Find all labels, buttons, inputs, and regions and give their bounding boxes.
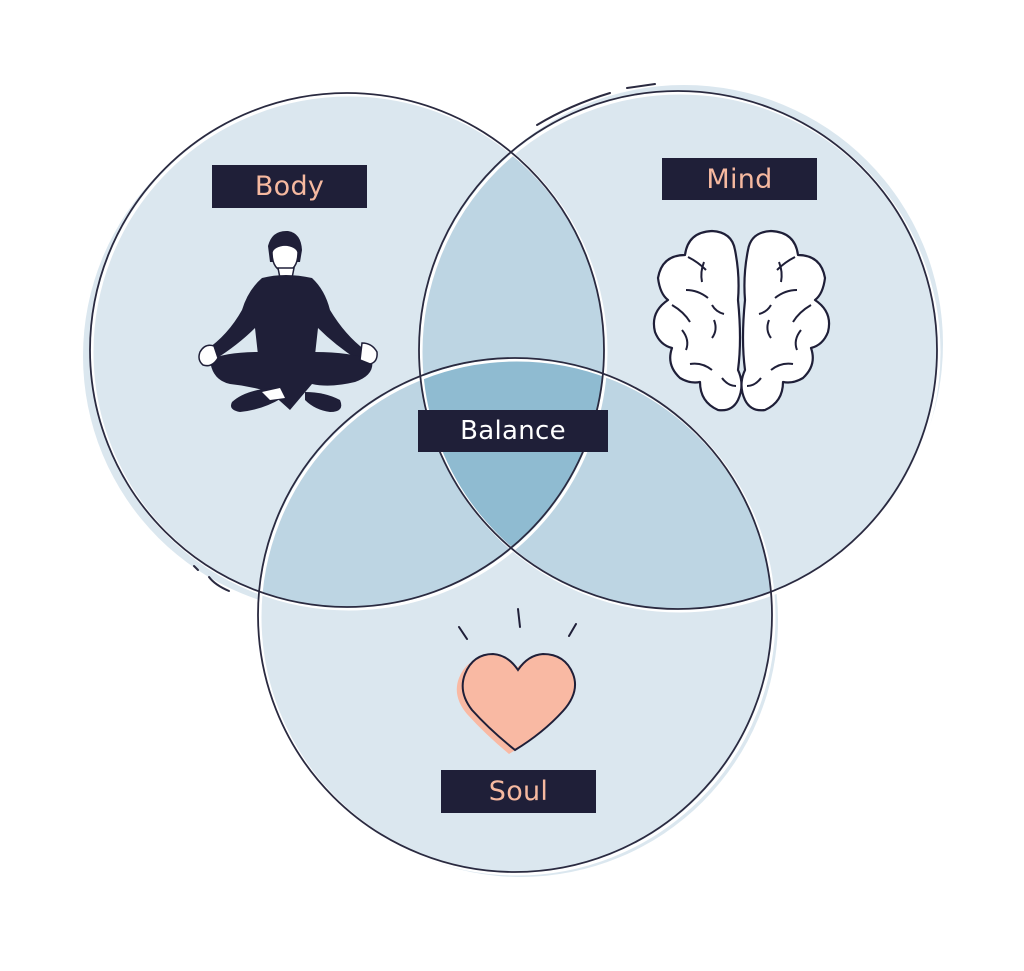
soul-label: Soul [441, 770, 596, 813]
soul-outline [257, 357, 773, 873]
body-soul-overlap [258, 358, 604, 607]
mind-soul-overlap [419, 358, 772, 609]
body-label: Body [212, 165, 367, 208]
meditating-person-icon [198, 230, 378, 412]
sketch-line [626, 83, 656, 89]
heart-ray [568, 623, 577, 637]
soul-highlight [258, 358, 776, 876]
heart-ray [458, 626, 468, 640]
mind-label: Mind [662, 158, 817, 200]
balance-label: Balance [418, 410, 608, 452]
brain-icon [652, 229, 831, 412]
heart-icon [456, 608, 577, 754]
body-highlight [90, 93, 608, 611]
heart-ray [517, 608, 521, 628]
mind-outline [418, 90, 938, 610]
sketch-accents [193, 83, 656, 592]
mind-highlight [419, 91, 941, 613]
sketch-line [536, 92, 611, 126]
sketch-line [208, 576, 230, 592]
sketch-line [193, 565, 199, 571]
body-outline [89, 92, 605, 608]
